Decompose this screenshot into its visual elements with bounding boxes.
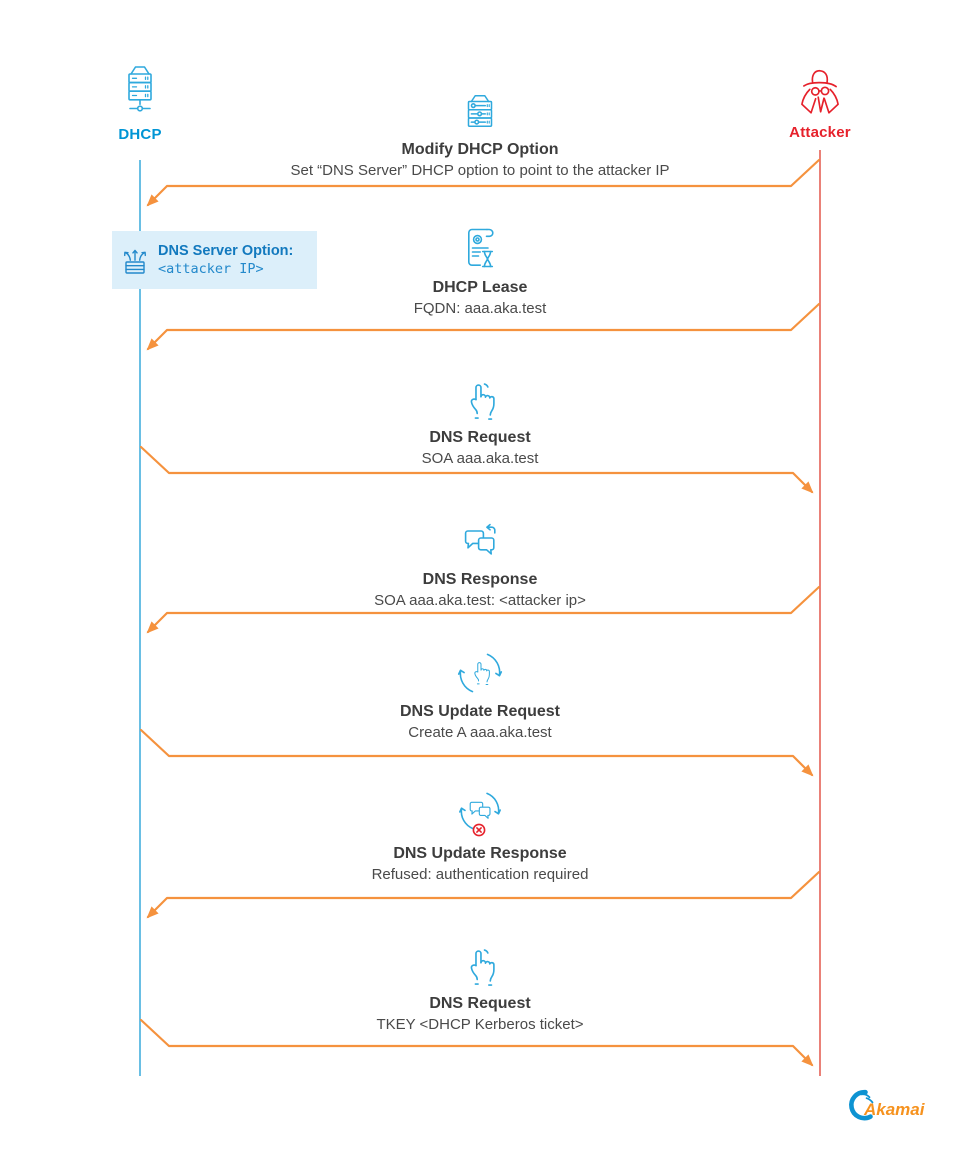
arrow-dns-update-response (146, 870, 821, 919)
message-dns-update-request: DNS Update Request Create A aaa.aka.test (0, 648, 960, 742)
arrow-dns-response (146, 585, 821, 634)
actor-dhcp: DHCP (80, 58, 200, 143)
message-title: DNS Request (429, 995, 531, 1012)
hand-click-icon (0, 374, 960, 424)
message-title: DNS Update Response (393, 845, 567, 862)
message-description: FQDN: aaa.aka.test (413, 300, 547, 317)
message-title: DNS Response (422, 571, 538, 588)
message-dns-update-response: DNS Update Response Refused: authenticat… (0, 790, 960, 884)
arrow-modify-dhcp-option (146, 158, 821, 207)
message-title: DNS Request (429, 429, 531, 446)
note-value: <attacker IP> (158, 261, 264, 277)
arrow-dns-request-tkey (139, 1018, 814, 1067)
chat-response-icon (0, 516, 960, 566)
lease-document-icon (0, 224, 960, 274)
message-title: DNS Update Request (399, 703, 561, 720)
note-title: DNS Server Option: (158, 243, 294, 259)
arrow-dns-update-request (139, 728, 814, 777)
message-modify-dhcp-option: Modify DHCP Option Set “DNS Server” DHCP… (0, 86, 960, 180)
hand-update-icon (0, 648, 960, 698)
message-dns-request-tkey: DNS Request TKEY <DHCP Kerberos ticket> (0, 940, 960, 1034)
arrow-dns-request-soa (139, 445, 814, 494)
chat-refused-icon (0, 790, 960, 840)
message-description: Refused: authentication required (371, 866, 589, 883)
arrow-dhcp-lease (146, 302, 821, 351)
akamai-logo-text: Akamai (863, 1100, 926, 1119)
message-dhcp-lease: DHCP Lease FQDN: aaa.aka.test (0, 224, 960, 318)
message-title: Modify DHCP Option (401, 141, 559, 158)
message-dns-request-soa: DNS Request SOA aaa.aka.test (0, 374, 960, 468)
message-description: TKEY <DHCP Kerberos ticket> (376, 1016, 584, 1033)
actor-attacker: Attacker (760, 56, 880, 141)
attacker-label: Attacker (789, 124, 851, 141)
message-title: DHCP Lease (432, 279, 528, 296)
message-description: SOA aaa.aka.test: <attacker ip> (374, 592, 586, 609)
message-description: SOA aaa.aka.test (421, 450, 539, 467)
settings-server-icon (0, 86, 960, 136)
note-text: DNS Server Option: <attacker IP> (158, 242, 293, 278)
dhcp-option-icon (112, 243, 158, 277)
dhcp-label: DHCP (118, 126, 162, 143)
message-description: Set “DNS Server” DHCP option to point to… (290, 162, 670, 179)
akamai-swoosh (849, 1089, 873, 1121)
dhcp-server-icon (80, 58, 200, 120)
message-dns-response: DNS Response SOA aaa.aka.test: <attacker… (0, 516, 960, 610)
dns-server-option-note: DNS Server Option: <attacker IP> (112, 231, 317, 289)
hand-click-icon (0, 940, 960, 990)
message-description: Create A aaa.aka.test (408, 724, 552, 741)
attacker-icon (760, 56, 880, 118)
akamai-logo: Akamai (838, 1088, 946, 1126)
